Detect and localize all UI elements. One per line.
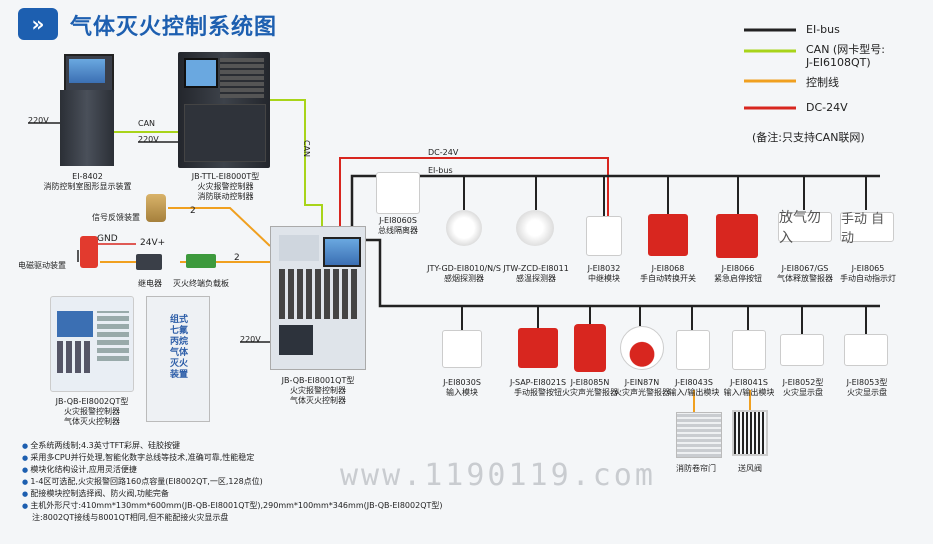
gas-extinguishing-cabinet: 组式七氟丙烷气体灭火装置 xyxy=(146,296,210,422)
label-can-b: CAN xyxy=(302,140,311,158)
relay-label: 继电器 xyxy=(138,279,162,288)
fire-load-label: 灭火终端负载板 xyxy=(173,279,229,288)
solenoid-device xyxy=(80,236,98,268)
solenoid-label: 电磁驱动装置 xyxy=(18,261,66,270)
label-220v-a: 220V xyxy=(28,116,49,125)
feature-note: 注:8002QT接线与8001QT相同,但不能配接火灾显示盘 xyxy=(32,513,229,522)
legend-control: 控制线 xyxy=(806,76,839,89)
cabinet-text: 组式七氟丙烷气体灭火装置 xyxy=(169,315,188,380)
fire-display-panel-b xyxy=(844,334,888,366)
ttl-label: JB-TTL-EI8000T型火灾报警控制器消防联动控制器 xyxy=(191,172,260,201)
vent-label: 送风阀 xyxy=(738,464,762,473)
fire-load-board xyxy=(186,254,216,268)
page-title: 气体灭火控制系统图 xyxy=(70,15,278,40)
feedback-label: 信号反馈装置 xyxy=(92,213,140,222)
label-can-a: CAN xyxy=(138,119,156,128)
signal-feedback-device xyxy=(146,194,166,222)
row2-label-6: J-EI8052型火灾显示盘 xyxy=(782,378,824,397)
feature-item: 采用多CPU并行处理,智能化数字总线等技术,准确可靠,性能稳定 xyxy=(22,452,443,464)
manual-auto-indicator: 手动 自动 xyxy=(840,212,894,246)
eibus-bus-label: EI-bus xyxy=(428,166,453,175)
v24-label: 24V+ xyxy=(140,238,166,248)
supply-air-valve xyxy=(732,410,768,456)
num-2b: 2 xyxy=(190,206,196,216)
smoke-detector xyxy=(446,210,482,246)
relay-module xyxy=(586,216,622,256)
dc24-bus-label: DC-24V xyxy=(428,148,459,157)
legend-can: CAN (网卡型号: xyxy=(806,43,885,56)
qt8002-panel xyxy=(50,296,134,392)
io-module-a xyxy=(676,330,710,370)
sound-light-alarm-a xyxy=(574,324,606,372)
legend-eibus: EI-bus xyxy=(806,23,840,36)
sound-light-alarm-b xyxy=(620,326,664,370)
title-chevron-icon: » xyxy=(18,8,58,40)
qt8001-controller xyxy=(270,226,366,370)
label-220v-c: 220V xyxy=(240,335,261,344)
shutter-label: 消防卷帘门 xyxy=(676,464,716,473)
legend-can-model: J-EI6108QT) xyxy=(806,56,871,69)
num-2a: 2 xyxy=(234,253,240,263)
fire-display-panel-a xyxy=(780,334,824,366)
graphic-display-device xyxy=(58,52,116,168)
gnd-label: GND xyxy=(97,234,118,244)
feature-item: 全系统两线制;4.3英寸TFT彩屏、硅胶按键 xyxy=(22,440,443,452)
io-module-b xyxy=(732,330,766,370)
feature-item: 配接模块控制选择阀、防火阀,功能完备 xyxy=(22,488,443,500)
label-220v-b: 220V xyxy=(138,135,159,144)
legend-note: (备注:只支持CAN联网) xyxy=(752,131,865,144)
heat-detector xyxy=(516,210,554,246)
feature-list: 全系统两线制;4.3英寸TFT彩屏、硅胶按键 采用多CPU并行处理,智能化数字总… xyxy=(22,440,443,524)
manual-alarm-button xyxy=(518,328,558,368)
qt8001-label: JB-QB-EI8001QT型火灾报警控制器气体灭火控制器 xyxy=(281,376,355,405)
feature-item: 主机外形尺寸:410mm*130mm*600mm(JB-QB-EI8001QT型… xyxy=(22,500,442,512)
manual-auto-switch xyxy=(648,214,688,256)
ttl-controller-cabinet xyxy=(178,52,270,168)
emergency-stop-button xyxy=(716,214,758,258)
qt8002-label: JB-QB-EI8002QT型火灾报警控制器气体灭火控制器 xyxy=(55,397,129,426)
legend-dc24: DC-24V xyxy=(806,101,848,114)
fire-shutter-door xyxy=(676,412,722,458)
bus-isolator-device xyxy=(376,172,420,214)
row2-label-7: J-EI8053型火灾显示盘 xyxy=(846,378,888,397)
feature-item: 1-4区可选配,火灾报警回路160点容量(EI8002QT,一区,128点位) xyxy=(22,476,443,488)
gas-release-sign: 放气勿入 xyxy=(778,210,832,246)
feature-item: 模块化结构设计,应用灵活便捷 xyxy=(22,464,443,476)
input-module xyxy=(442,330,482,368)
relay-device xyxy=(136,254,162,270)
